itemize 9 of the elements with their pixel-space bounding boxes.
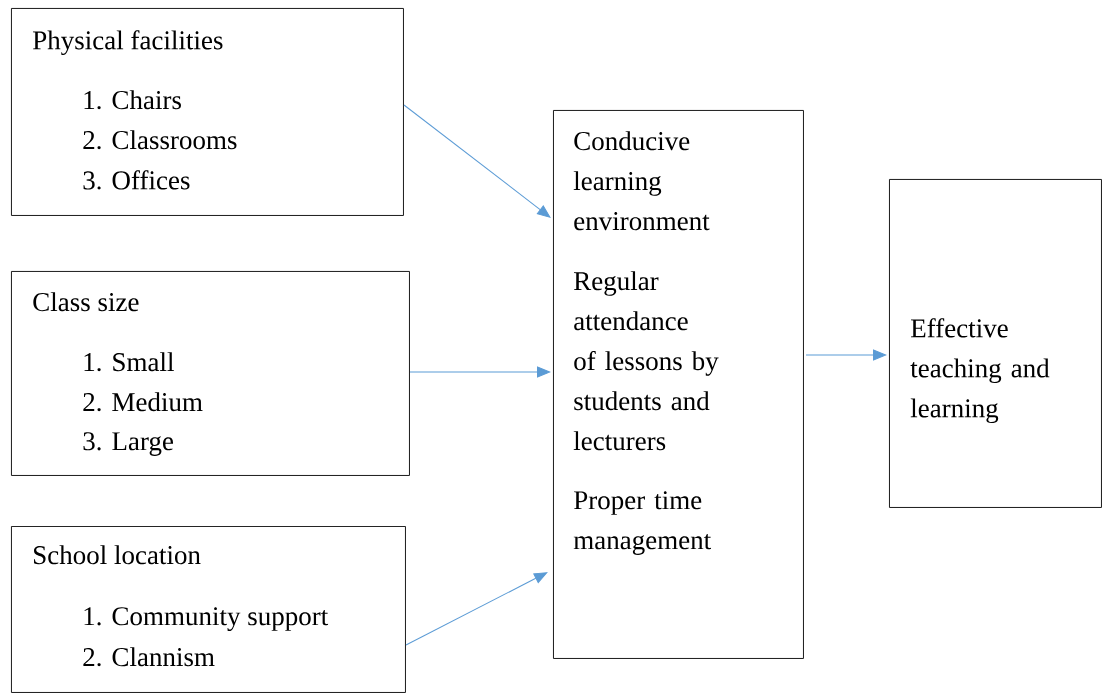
arrow [403, 104, 551, 218]
text-box: Physical facilities 1. Chairs 2. Classrooms 3. Offices [11, 8, 404, 216]
arrow [405, 572, 548, 646]
text-box: Conducive learning environment Regular attendance of lessons by students and lecturers Proper time management [553, 110, 804, 659]
arrow [409, 366, 551, 378]
text-box: School location 1. Community support 2. Clannism [11, 526, 406, 693]
arrow [805, 349, 887, 361]
text-box: Class size 1. Small 2. Medium 3. Large [11, 271, 410, 476]
text-box: Effective teaching and learning [889, 179, 1102, 508]
